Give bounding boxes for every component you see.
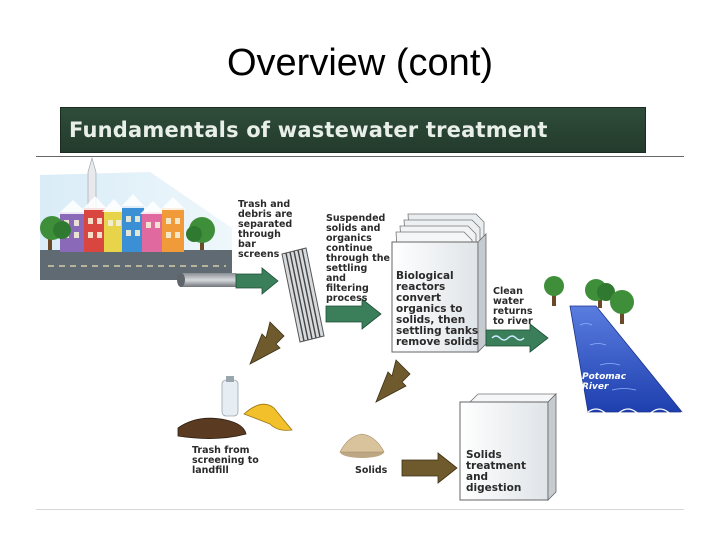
- slide-title: Overview (cont): [226, 42, 494, 84]
- tree-icon: [585, 279, 615, 308]
- label-clean-water: Clean water returns to river: [493, 286, 533, 327]
- arrow-to-solids-treatment: [401, 452, 458, 484]
- label-bar-screens: Trash and debris are separated through b…: [238, 199, 293, 260]
- label-trash-landfill: Trash from screening to landfill: [192, 445, 259, 476]
- tree-icon: [186, 217, 215, 250]
- river-illustration: [544, 255, 700, 416]
- banner-title: Fundamentals of wastewater treatment: [69, 118, 548, 142]
- solids-pile-illustration: [339, 433, 385, 458]
- label-solids-treatment: Solids treatment and digestion: [466, 449, 526, 494]
- tree-icon: [40, 216, 71, 250]
- tree-icon: [544, 276, 564, 306]
- trash-illustration: [177, 376, 293, 439]
- label-solids: Solids: [355, 465, 388, 476]
- solids-treatment-box: [459, 393, 557, 501]
- bar-screen-icon: [281, 247, 325, 343]
- clean-water-arrow: [485, 323, 549, 353]
- tree-icon: [610, 290, 634, 324]
- sewer-pipe: [177, 273, 236, 287]
- arrow-to-reactors: [325, 298, 382, 330]
- label-biological-reactors: Biological reactors convert organics to …: [396, 270, 479, 348]
- label-settling: Suspended solids and organics continue t…: [326, 213, 390, 304]
- arrow-to-screens: [235, 267, 279, 295]
- biological-reactor-stack: [391, 213, 487, 353]
- arrow-to-landfill: [249, 321, 285, 365]
- bottom-divider: [36, 509, 684, 510]
- arrow-to-solids: [375, 359, 411, 403]
- city-illustration: [40, 156, 232, 280]
- diagram-banner: Fundamentals of wastewater treatment: [60, 107, 646, 153]
- label-potomac-river: Potomac River: [582, 372, 627, 392]
- title-divider: [36, 156, 684, 157]
